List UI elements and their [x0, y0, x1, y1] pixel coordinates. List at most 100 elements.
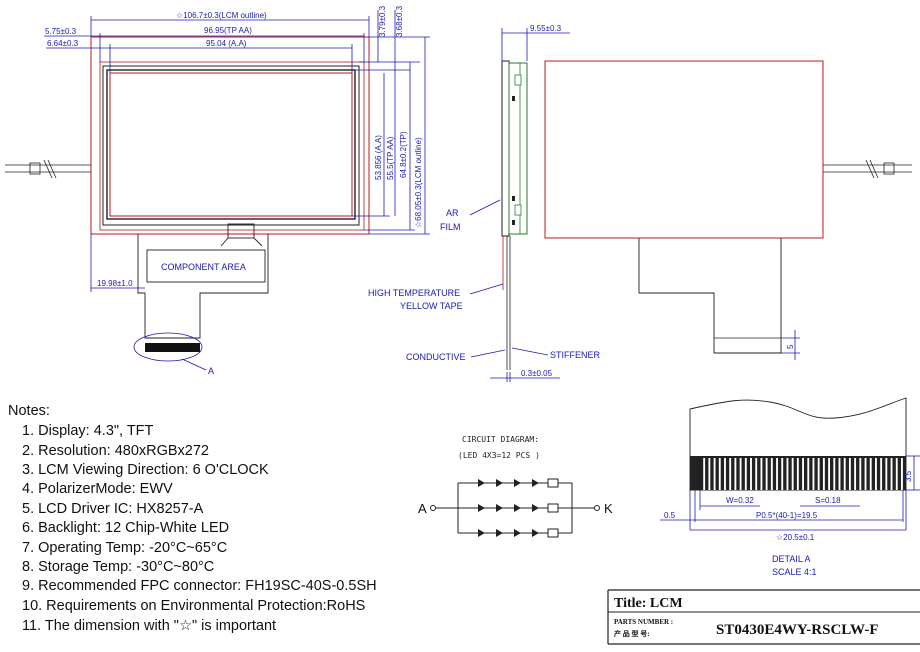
pin-gap: [838, 458, 841, 490]
pin-gap: [770, 458, 773, 490]
cathode-label: K: [604, 501, 613, 516]
note-item: 11. The dimension with "☆" is important: [22, 618, 276, 634]
led-row: [458, 503, 572, 513]
pin-gap: [724, 458, 726, 490]
dim-575: 5.75±0.3: [45, 27, 77, 36]
active-area-inner: [109, 72, 353, 217]
back-view: 5: [544, 60, 912, 360]
active-area-outer: [106, 69, 356, 220]
note-item: 6. Backlight: 12 Chip-White LED: [22, 520, 229, 536]
pin-gap: [802, 458, 804, 490]
pin-gap: [869, 458, 872, 490]
dim-tp-height: 64.8±0.2(TP): [399, 131, 408, 178]
title-block: Title: LCM PARTS NUMBER : 产 品 型 号: ST043…: [607, 589, 920, 645]
pin-gap: [817, 458, 820, 490]
cathode-terminal: [594, 505, 600, 511]
fpc-contacts: [145, 343, 200, 352]
dim-fpc-width: ☆20.5±0.1: [776, 533, 815, 542]
parts-number-label: PARTS NUMBER :: [614, 618, 673, 626]
circuit-subtitle: (LED 4X3=12 PCS ): [458, 451, 540, 460]
anode-terminal: [430, 505, 436, 511]
side-view: 9.55±0.3 AR FILM HIGH TEMPERATURE YELLOW…: [368, 24, 601, 382]
pin-gap: [854, 458, 857, 490]
circuit-diagram: CIRCUIT DIAGRAM: (LED 4X3=12 PCS ) A K: [418, 435, 613, 538]
pin-gap: [807, 458, 810, 490]
pin-gap: [734, 458, 737, 490]
dim-tp-aa-width: 96.95(TP AA): [204, 26, 252, 35]
dim-lcm-width: ☆106.7±0.3(LCM outline): [176, 11, 267, 20]
pin-gap: [890, 458, 893, 490]
notes: Notes: 1. Display: 4.3", TFT 2. Resoluti…: [8, 403, 377, 634]
led-row: [458, 528, 572, 538]
bezel-outer: [102, 65, 360, 226]
pin-gap: [718, 458, 721, 490]
pin-gap: [812, 458, 815, 490]
dim-pitch: P0.5*(40-1)=19.5: [756, 511, 818, 520]
note-item: 9. Recommended FPC connector: FH19SC-40S…: [22, 578, 377, 594]
pin-gap: [875, 458, 877, 490]
dim-pin-height: 3.5: [904, 470, 913, 482]
detail-label: DETAIL A: [772, 554, 811, 564]
pin-gap: [848, 458, 851, 490]
conductive-label: CONDUCTIVE: [406, 352, 466, 362]
note-item: 10. Requirements on Environmental Protec…: [22, 598, 365, 614]
ar-label: AR: [446, 208, 459, 218]
back-fpc: [638, 238, 782, 354]
parts-number-label-cn: 产 品 型 号:: [614, 629, 650, 638]
detail-a: 3.5 W=0.32 S=0.18 0.5 P0.5*(40-1)=19.5 ☆…: [660, 397, 920, 577]
dim-lcm-height: ☆68.05±0.3(LCM outline): [414, 137, 423, 228]
pin-gap: [729, 458, 732, 490]
pin-gap: [796, 458, 799, 490]
pin-gap: [859, 458, 862, 490]
pin-gap: [880, 458, 883, 490]
component-area-box: [146, 249, 266, 283]
note-item: 8. Storage Temp: -30°C~80°C: [22, 559, 214, 575]
back-panel: [544, 60, 824, 239]
part-number: ST0430E4WY-RSCLW-F: [716, 622, 879, 638]
dim-05: 0.5: [664, 511, 676, 520]
note-item: 5. LCD Driver IC: HX8257-A: [22, 501, 204, 517]
pin-gap: [703, 458, 706, 490]
lcm-outline: [90, 36, 370, 235]
pin-gap: [765, 458, 768, 490]
component-area-label: COMPONENT AREA: [161, 262, 246, 272]
pin-gap: [744, 458, 747, 490]
pin-gap: [755, 458, 758, 490]
title-lcm: Title: LCM: [614, 596, 683, 611]
pin-gap: [901, 458, 903, 490]
pin-gaps: [703, 458, 903, 490]
led-row: [458, 478, 572, 488]
high-temp-label-1: HIGH TEMPERATURE: [368, 288, 460, 298]
detail-fpc-outline: [689, 397, 907, 491]
dim-back-5: 5: [786, 344, 795, 349]
anode-label: A: [418, 501, 427, 516]
pin-gap: [750, 458, 752, 490]
pin-gap: [828, 458, 831, 490]
fpc-tab: [227, 223, 255, 239]
pin-gap: [713, 458, 716, 490]
dim-aa-width: 95.04 (A.A): [206, 39, 247, 48]
pin-gap: [885, 458, 888, 490]
pin-gap: [776, 458, 778, 490]
tp-outline: [99, 61, 365, 231]
detail-a-circle: [133, 332, 203, 362]
film-label: FILM: [440, 222, 461, 232]
pin-gap: [833, 458, 836, 490]
pin-gap: [739, 458, 742, 490]
pin-gap: [708, 458, 711, 490]
pin-gap: [822, 458, 825, 490]
front-dimensions: ☆106.7±0.3(LCM outline) 96.95(TP AA) 95.…: [44, 5, 430, 292]
right-cable: [823, 159, 912, 179]
side-body: [501, 60, 510, 237]
fpc-tail: COMPONENT AREA A: [133, 223, 269, 376]
pin-gap: [895, 458, 898, 490]
note-item: 4. PolarizerMode: EWV: [22, 481, 173, 497]
pin-gap: [791, 458, 794, 490]
stiffener-label: STIFFENER: [550, 350, 601, 360]
front-view: COMPONENT AREA A ☆106.7±0.3(LCM outline)…: [5, 5, 430, 376]
dim-thickness: 9.55±0.3: [530, 24, 562, 33]
pin-gap: [864, 458, 867, 490]
scale-label: SCALE 4:1: [772, 567, 817, 577]
dim-tp-aa-height: 55.5(TP AA): [386, 136, 395, 180]
